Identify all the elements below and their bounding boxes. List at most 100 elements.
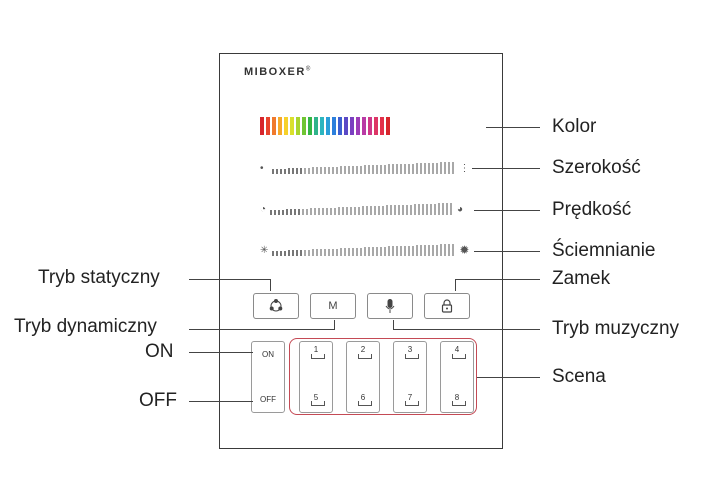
slider-tick[interactable]	[404, 246, 407, 256]
slider-tick[interactable]	[352, 248, 355, 256]
slider-tick[interactable]	[302, 209, 305, 215]
slider-tick[interactable]	[448, 244, 451, 256]
slider-tick[interactable]	[298, 209, 301, 215]
slider-tick[interactable]	[364, 247, 367, 256]
slider-tick[interactable]	[296, 250, 299, 256]
slider-tick[interactable]	[278, 210, 281, 215]
slider-tick[interactable]	[308, 250, 311, 256]
dimming-slider[interactable]: ✳ ✹	[260, 243, 471, 257]
slider-tick[interactable]	[274, 210, 277, 215]
slider-tick[interactable]	[358, 207, 361, 215]
slider-tick[interactable]	[378, 206, 381, 215]
slider-tick[interactable]	[306, 209, 309, 215]
slider-tick[interactable]	[410, 205, 413, 215]
slider-tick[interactable]	[270, 210, 273, 215]
slider-tick[interactable]	[318, 208, 321, 215]
slider-tick[interactable]	[304, 250, 307, 256]
slider-tick[interactable]	[375, 165, 378, 174]
slider-tick[interactable]	[411, 164, 414, 174]
slider-tick[interactable]	[350, 207, 353, 215]
slider-tick[interactable]	[307, 168, 310, 174]
slider-tick[interactable]	[322, 208, 325, 215]
slider-tick[interactable]	[291, 168, 294, 174]
slider-tick[interactable]	[412, 246, 415, 256]
slider-tick[interactable]	[394, 205, 397, 215]
slider-tick[interactable]	[396, 246, 399, 256]
lock-button[interactable]	[424, 293, 470, 319]
slider-tick[interactable]	[363, 165, 366, 174]
slider-tick[interactable]	[444, 244, 447, 256]
color-segment[interactable]	[326, 117, 330, 135]
slider-tick[interactable]	[348, 248, 351, 256]
dimming-slider-track[interactable]	[272, 244, 456, 256]
slider-tick[interactable]	[335, 167, 338, 174]
slider-tick[interactable]	[382, 206, 385, 215]
color-segment[interactable]	[344, 117, 348, 135]
on-off-button[interactable]: ON OFF	[251, 341, 285, 413]
color-segment[interactable]	[272, 117, 276, 135]
slider-tick[interactable]	[310, 208, 313, 215]
width-slider-track[interactable]	[271, 162, 456, 174]
slider-tick[interactable]	[374, 206, 377, 215]
slider-tick[interactable]	[290, 209, 293, 215]
slider-tick[interactable]	[327, 167, 330, 174]
slider-tick[interactable]	[328, 249, 331, 256]
color-segment[interactable]	[302, 117, 306, 135]
slider-tick[interactable]	[442, 203, 445, 215]
color-segment[interactable]	[296, 117, 300, 135]
slider-tick[interactable]	[372, 247, 375, 256]
slider-tick[interactable]	[447, 162, 450, 174]
color-segment[interactable]	[386, 117, 390, 135]
slider-tick[interactable]	[418, 204, 421, 215]
slider-tick[interactable]	[355, 166, 358, 174]
scene-button-3-7[interactable]: 3 7	[393, 341, 427, 413]
on-button-label[interactable]: ON	[262, 350, 274, 359]
slider-tick[interactable]	[351, 166, 354, 174]
slider-tick[interactable]	[344, 248, 347, 256]
slider-tick[interactable]	[408, 246, 411, 256]
slider-tick[interactable]	[368, 247, 371, 256]
slider-tick[interactable]	[275, 169, 278, 174]
slider-tick[interactable]	[299, 168, 302, 174]
slider-tick[interactable]	[330, 208, 333, 215]
slider-tick[interactable]	[279, 169, 282, 174]
slider-tick[interactable]	[287, 168, 290, 174]
color-segment[interactable]	[350, 117, 354, 135]
scene-button-4-8[interactable]: 4 8	[440, 341, 474, 413]
color-segment[interactable]	[314, 117, 318, 135]
slider-tick[interactable]	[414, 204, 417, 215]
slider-tick[interactable]	[312, 249, 315, 256]
color-segment[interactable]	[362, 117, 366, 135]
slider-tick[interactable]	[402, 205, 405, 215]
slider-tick[interactable]	[424, 245, 427, 256]
slider-tick[interactable]	[446, 203, 449, 215]
color-segment[interactable]	[260, 117, 264, 135]
slider-tick[interactable]	[387, 164, 390, 174]
color-segment[interactable]	[278, 117, 282, 135]
slider-tick[interactable]	[384, 247, 387, 256]
slider-tick[interactable]	[427, 163, 430, 174]
slider-tick[interactable]	[294, 209, 297, 215]
slider-tick[interactable]	[272, 251, 275, 256]
slider-tick[interactable]	[430, 204, 433, 215]
slider-tick[interactable]	[420, 245, 423, 256]
color-segment[interactable]	[368, 117, 372, 135]
color-segment[interactable]	[338, 117, 342, 135]
slider-tick[interactable]	[370, 206, 373, 215]
slider-tick[interactable]	[323, 167, 326, 174]
color-segment[interactable]	[332, 117, 336, 135]
slider-tick[interactable]	[336, 249, 339, 256]
slider-tick[interactable]	[338, 207, 341, 215]
slider-tick[interactable]	[403, 164, 406, 174]
scene-button-2-6[interactable]: 2 6	[346, 341, 380, 413]
color-segment[interactable]	[380, 117, 384, 135]
slider-tick[interactable]	[311, 167, 314, 174]
slider-tick[interactable]	[428, 245, 431, 256]
color-segment[interactable]	[320, 117, 324, 135]
slider-tick[interactable]	[303, 168, 306, 174]
static-mode-button[interactable]	[253, 293, 299, 319]
color-segment[interactable]	[374, 117, 378, 135]
slider-tick[interactable]	[450, 203, 453, 215]
slider-tick[interactable]	[392, 246, 395, 256]
scene-button-1-5[interactable]: 1 5	[299, 341, 333, 413]
